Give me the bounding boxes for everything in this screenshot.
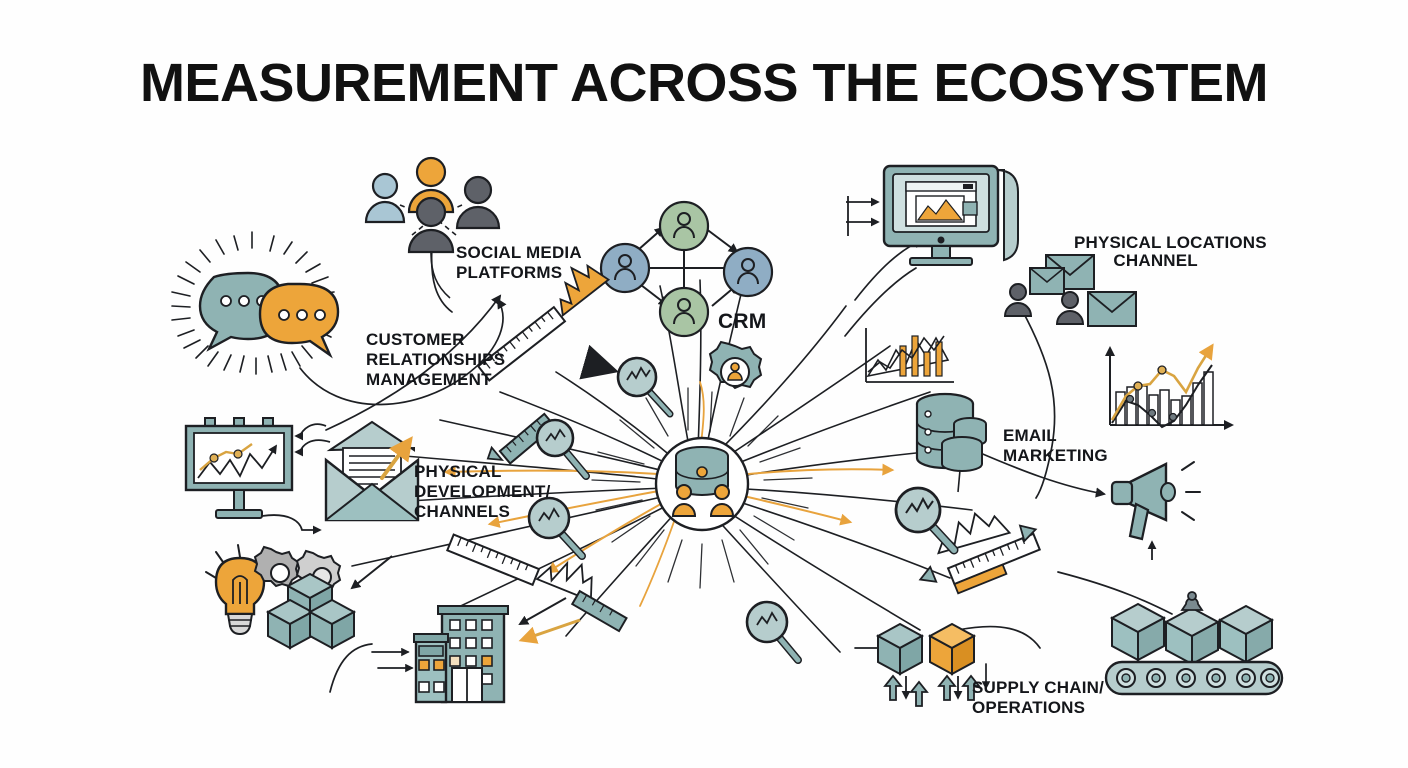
- label-email-marketing-line2: MARKETING: [1003, 446, 1108, 465]
- label-physical-development-line2: DEVELOPMENT/: [414, 482, 551, 501]
- cubes-flow-icon[interactable]: [875, 622, 981, 707]
- label-social-media-platforms: SOCIAL MEDIA: [456, 243, 582, 262]
- monitor-icon[interactable]: [846, 164, 1019, 266]
- ruler-chart-icon[interactable]: [917, 526, 1043, 604]
- office-building-icon[interactable]: [413, 597, 581, 704]
- label-supply-chain-operations: SUPPLY CHAIN/: [972, 678, 1105, 697]
- magnifier-icon[interactable]: [527, 496, 586, 560]
- open-envelope-icon[interactable]: [261, 420, 420, 535]
- label-crm: CRM: [718, 310, 767, 333]
- label-customer-relationships-line2: RELATIONSHIPS: [366, 350, 506, 369]
- magnifier-icon[interactable]: [745, 600, 802, 664]
- gear-user-icon[interactable]: [708, 340, 763, 390]
- ruler-chart-icon[interactable]: [570, 589, 628, 633]
- chat-bubbles-icon[interactable]: [171, 231, 340, 375]
- label-physical-locations-channel: PHYSICAL LOCATIONS: [1074, 233, 1267, 252]
- people-group-icon[interactable]: [364, 156, 501, 299]
- central-measurement-hub[interactable]: [591, 387, 813, 589]
- line-bar-chart-icon[interactable]: [1105, 343, 1234, 430]
- page-title: MEASUREMENT ACROSS THE ECOSYSTEM: [139, 53, 1269, 113]
- area-chart-icon[interactable]: [865, 328, 954, 383]
- label-supply-chain-line2: OPERATIONS: [972, 698, 1086, 717]
- label-physical-development-line3: CHANNELS: [414, 502, 511, 521]
- megaphone-icon[interactable]: [1110, 461, 1201, 560]
- label-physical-development-channels: PHYSICAL: [414, 462, 502, 481]
- label-physical-locations-line2: CHANNEL: [1074, 251, 1198, 270]
- label-email-marketing: EMAIL: [1003, 426, 1057, 445]
- lightbulb-gears-cubes-icon[interactable]: [205, 544, 393, 650]
- magnifier-icon[interactable]: [894, 486, 959, 555]
- database-icon[interactable]: [915, 392, 987, 493]
- conveyor-belt-icon[interactable]: [1104, 591, 1284, 696]
- database-with-two-people-icon: [671, 446, 735, 517]
- magnifier-icon[interactable]: [535, 418, 590, 480]
- magnifier-icon[interactable]: [579, 344, 674, 418]
- network-of-users-icon[interactable]: [599, 200, 774, 338]
- envelopes-with-users-icon[interactable]: [1003, 254, 1137, 327]
- label-customer-relationships-management: CUSTOMER: [366, 330, 465, 349]
- label-customer-relationships-line3: MANAGEMENT: [366, 370, 492, 389]
- ruler-chart-icon[interactable]: [931, 499, 1038, 565]
- ruler-chart-icon[interactable]: [445, 516, 602, 607]
- label-social-media-platforms-line2: PLATFORMS: [456, 263, 563, 282]
- billboard-chart-icon[interactable]: [184, 417, 294, 519]
- ruler-chart-icon[interactable]: [466, 254, 612, 382]
